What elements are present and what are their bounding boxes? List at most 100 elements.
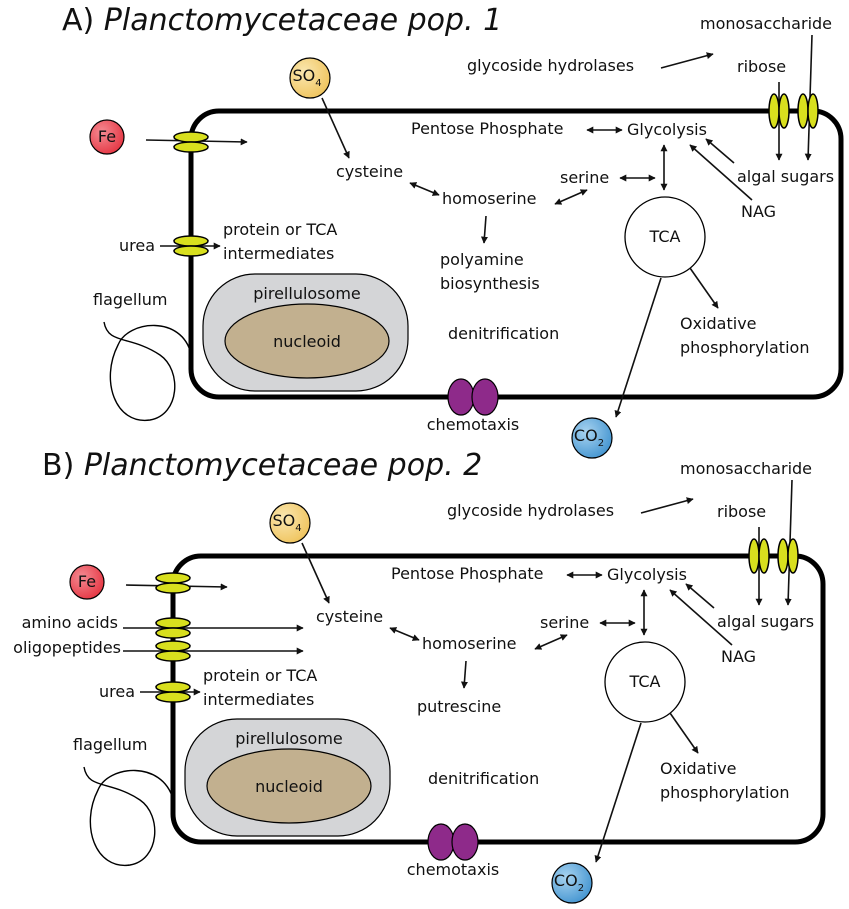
panel-title-organism: Planctomycetaceae pop. 2 [84,448,482,483]
amino-acids-label: amino acids [22,613,118,632]
intermediates-label: intermediates [203,690,314,709]
co2-label-main: CO [554,871,578,890]
ribose-label: ribose [717,502,766,521]
so4-ion [269,502,311,544]
so4-to-cysteine-arrow [301,542,330,604]
pirellulosome-label: pirellulosome [235,729,343,748]
homoserine-serine-arrow [534,634,568,650]
urea-transporter [155,681,191,703]
so4-label-subscript: 4 [295,523,301,534]
nucleoid-label: nucleoid [273,332,341,351]
fe-ion [89,119,125,155]
oxidative-label: Oxidative [660,759,737,778]
fe-label: Fe [98,127,116,146]
chemotaxis-label: chemotaxis [407,860,499,879]
flagellum-label: flagellum [73,735,148,754]
glycoside-hydrolases-arrow [640,497,694,514]
tca-label: TCA [649,227,681,246]
so4-to-cysteine-arrow [321,97,350,159]
flagellum-label: flagellum [93,290,168,309]
cysteine-homoserine-arrow [409,182,440,196]
panel-title-organism: Planctomycetaceae pop. 1 [104,3,502,38]
phosphorylation-label: phosphorylation [660,783,789,802]
co2-molecule [571,417,613,459]
urea-label: urea [119,236,155,255]
so4-label: SO4 [292,66,321,89]
ribose-label: ribose [737,57,786,76]
oligopeptides-label: oligopeptides [13,638,121,657]
ribose-transporter [768,93,790,129]
protein-tca-label: protein or TCA [223,220,337,239]
cysteine-homoserine-arrow [389,627,420,641]
chemotaxis-label: chemotaxis [427,415,519,434]
serine-label: serine [560,168,609,187]
monosaccharide-label: monosaccharide [680,459,812,478]
fe-transporter [155,572,191,594]
panel-b: B) Planctomycetaceae pop. 2 pirellulosome… [13,448,826,904]
co2-label-subscript: 2 [578,883,584,894]
urea-transporter [173,235,209,257]
co2-label: CO2 [554,871,584,894]
ribose-transporter [748,538,770,574]
so4-label: SO4 [272,511,301,534]
so4-label-subscript: 4 [315,78,321,89]
so4-label-main: SO [292,66,315,85]
algal-sugars-label: algal sugars [737,167,834,186]
protein-tca-label: protein or TCA [203,666,317,685]
serine-label: serine [540,613,589,632]
tca-oxphos-arrow [689,267,719,309]
phosphorylation-label: phosphorylation [680,338,809,357]
glycolysis-label: Glycolysis [627,120,707,139]
tca-oxphos-arrow [669,712,699,754]
denitrification-label: denitrification [428,769,539,788]
glycoside-hydrolases-label: glycoside hydrolases [467,56,634,75]
fe-transporter [173,131,209,153]
monosaccharide-transporter [777,538,799,574]
intermediates-label: intermediates [223,244,334,263]
nag-glycolysis-arrow [669,589,733,646]
monosaccharide-label: monosaccharide [700,14,832,33]
tca-cycle [624,196,706,278]
so4-label-main: SO [272,511,295,530]
flagellum [83,766,174,866]
fe-ion [69,564,105,600]
panel-title-prefix: A) [62,3,104,38]
glycoside-hydrolases-arrow [660,52,714,69]
nag-glycolysis-arrow [689,144,753,201]
biosynthesis-label: biosynthesis [440,274,540,293]
nag-label: NAG [741,202,776,221]
homoserine-product-arrow [460,660,468,689]
tca-co2-arrow [594,722,642,863]
homoserine-product-arrow [480,215,488,244]
homoserine-label: homoserine [442,189,537,208]
nucleoid-compartment [224,303,390,379]
denitrification-label: denitrification [448,324,559,343]
glycoside-hydrolases-label: glycoside hydrolases [447,501,614,520]
chemotaxis-protein [447,378,499,416]
algal-sugars-glycolysis-arrow [705,138,735,164]
glycolysis-label: Glycolysis [607,565,687,584]
algal-sugars-glycolysis-arrow [685,583,715,609]
fe-label: Fe [78,572,96,591]
panel-title-prefix: B) [42,448,84,483]
urea-label: urea [99,682,135,701]
panel-a: A) Planctomycetaceae pop. 1 pirellulosome… [62,3,844,459]
pentose-phosphate-label: Pentose Phosphate [391,564,544,583]
pentose-phosphate-label: Pentose Phosphate [411,119,564,138]
cysteine-label: cysteine [316,607,383,626]
cysteine-label: cysteine [336,162,403,181]
pirellulosome-label: pirellulosome [253,284,361,303]
oligopeptide-transporter [155,640,191,662]
algal-sugars-label: algal sugars [717,612,814,631]
co2-label-subscript: 2 [598,438,604,449]
oxidative-label: Oxidative [680,314,757,333]
amino-acid-transporter [155,617,191,639]
putrescine-label: putrescine [417,697,501,716]
panel-title: B) Planctomycetaceae pop. 2 [42,448,482,483]
panel-title: A) Planctomycetaceae pop. 1 [62,3,502,38]
co2-molecule [551,862,593,904]
tca-label: TCA [629,672,661,691]
nucleoid-label: nucleoid [255,777,323,796]
